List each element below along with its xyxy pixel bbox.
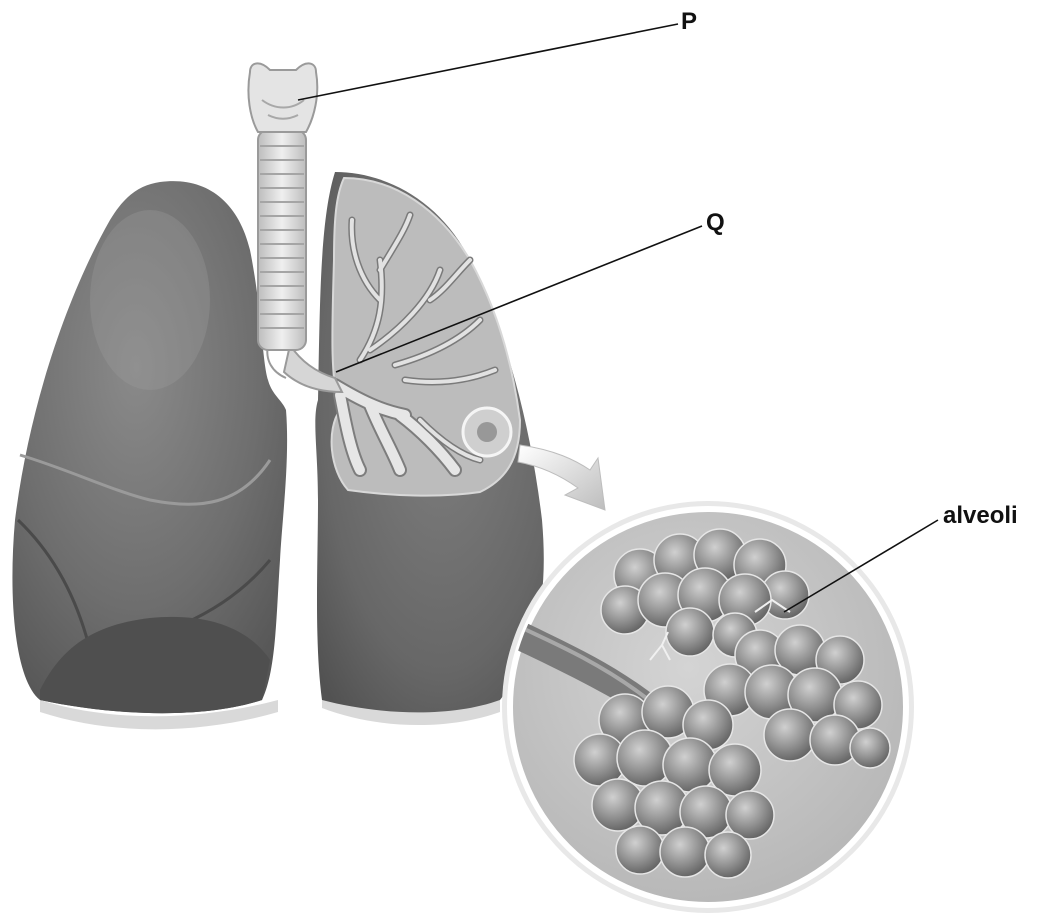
label-p: P — [681, 10, 697, 34]
label-q: Q — [706, 211, 725, 235]
label-alveoli: alveoli — [943, 504, 1018, 528]
alveoli-magnified-view — [495, 501, 914, 913]
trachea — [248, 63, 317, 350]
leader-line-p — [298, 24, 678, 100]
left-lung — [12, 181, 287, 713]
